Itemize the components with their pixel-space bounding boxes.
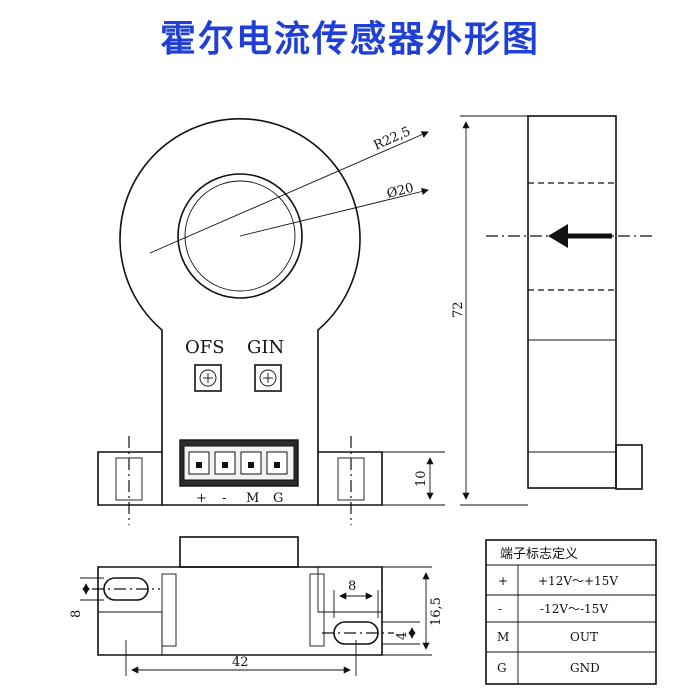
current-direction-arrow xyxy=(548,224,568,248)
base-offset-label: 4 xyxy=(395,632,410,640)
pin-label-g: G xyxy=(273,491,283,506)
ofs-potentiometer xyxy=(194,364,222,392)
table-pin-g: G xyxy=(497,661,507,675)
front-view: R22,5 Ø20 OFS GIN xyxy=(97,118,445,525)
flange-height-label: 10 xyxy=(414,470,429,487)
pin-label-plus: + xyxy=(196,491,207,506)
table-def-gnd: GND xyxy=(570,661,600,675)
table-def-out: OUT xyxy=(570,630,598,644)
table-pin-m: M xyxy=(497,630,509,644)
diagram-title: 霍尔电流传感器外形图 xyxy=(159,19,540,60)
width-42-label: 42 xyxy=(232,655,249,670)
pin-label-minus: - xyxy=(222,491,226,506)
pin-label-m: M xyxy=(246,491,259,506)
hole-height-label: 8 xyxy=(69,610,84,618)
table-pin-minus: - xyxy=(498,602,502,616)
side-view: 72 xyxy=(451,115,652,506)
gin-label: GIN xyxy=(247,337,284,358)
diameter-label: Ø20 xyxy=(385,181,415,202)
aperture-inner xyxy=(184,180,296,292)
table-pin-plus: + xyxy=(498,574,508,588)
pin-definition-table xyxy=(485,539,657,685)
aperture-outer xyxy=(177,173,303,299)
sensor-body-outline xyxy=(119,118,361,452)
ofs-label: OFS xyxy=(185,337,225,358)
radius-leader xyxy=(149,131,429,254)
radius-label: R22,5 xyxy=(372,124,413,153)
slot-width-label: 8 xyxy=(348,579,356,594)
mounting-flange xyxy=(97,436,383,525)
bottom-view: 8 8 4 16,5 42 xyxy=(69,536,444,676)
total-depth-label: 16,5 xyxy=(429,597,444,626)
table-def-minus: -12V～-15V xyxy=(540,602,608,616)
connector xyxy=(179,439,299,487)
table-header: 端子标志定义 xyxy=(500,547,578,562)
diameter-leader xyxy=(239,188,429,237)
gin-potentiometer xyxy=(254,364,282,392)
flange-height-dimension xyxy=(382,451,445,506)
height-72-label: 72 xyxy=(451,301,466,318)
table-def-plus: +12V～+15V xyxy=(538,574,618,588)
